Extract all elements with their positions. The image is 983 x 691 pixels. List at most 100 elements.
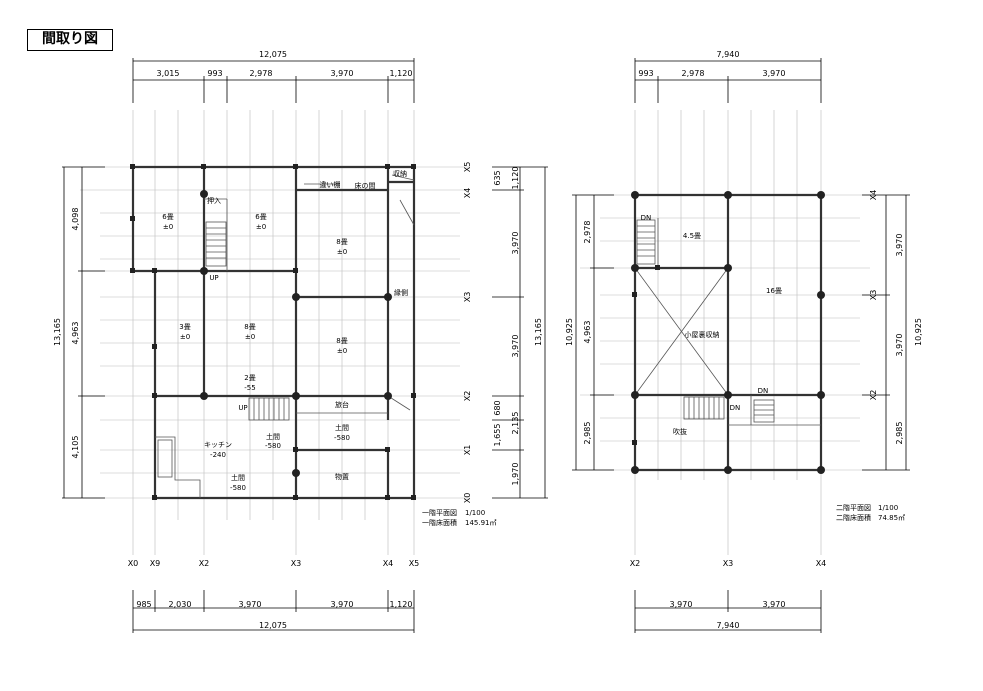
f1-area-value: 145.91㎡ — [465, 519, 497, 527]
f1-right-seg: 1,970 — [511, 463, 520, 486]
f1-y-axis: X5 — [463, 162, 472, 173]
room-label: 8畳 — [244, 323, 255, 331]
room-label: 3畳 — [179, 323, 190, 331]
room-label: 16畳 — [766, 287, 782, 295]
f2-top-seg: 2,978 — [682, 69, 705, 78]
f1-x-axis: X4 — [383, 559, 394, 568]
f2-right-seg: 2,985 — [895, 422, 904, 445]
f2-bottom-total: 7,940 — [717, 621, 740, 630]
f1-area-label: 一階床面積 — [422, 518, 457, 527]
room-label: 床の間 — [355, 181, 376, 190]
room-label: UP — [238, 404, 247, 412]
room-level: ±0 — [245, 333, 255, 341]
f1-x-axis: X5 — [409, 559, 420, 568]
f1-right-seg: 635 — [493, 170, 502, 185]
room-level: -580 — [334, 434, 350, 442]
floor2-walls — [633, 193, 823, 472]
f1-left-total: 13,165 — [53, 318, 62, 346]
f1-top-seg: 2,978 — [250, 69, 273, 78]
room-label: 8畳 — [336, 238, 347, 246]
f2-top-seg: 3,970 — [763, 69, 786, 78]
f1-y-axis: X2 — [463, 391, 472, 402]
floor2-details — [634, 218, 821, 426]
room-label: 吹抜 — [673, 427, 687, 436]
f1-top-seg: 993 — [207, 69, 222, 78]
f1-bottom-total: 12,075 — [259, 621, 287, 630]
room-level: -580 — [265, 442, 281, 450]
room-label: 6畳 — [162, 213, 173, 221]
f1-left-seg: 4,963 — [71, 322, 80, 345]
floor2-dimension-text: 7,940 993 2,978 3,970 3,970 3,970 7,940 — [638, 50, 785, 630]
f2-x-axis: X4 — [816, 559, 827, 568]
f1-x-axis: X0 — [128, 559, 139, 568]
f2-right-seg: 3,970 — [895, 334, 904, 357]
room-label: 縁側 — [394, 288, 408, 297]
floor2-dimension-lines — [572, 58, 910, 633]
floor1-dimension-text: 12,075 3,015 993 2,978 3,970 1,120 985 2… — [136, 50, 412, 630]
room-label: キッチン — [204, 441, 232, 449]
f1-x-axis: X9 — [150, 559, 161, 568]
room-label: 土間 — [266, 432, 280, 441]
room-label: 6畳 — [255, 213, 266, 221]
room-label: 土間 — [335, 423, 349, 432]
f2-x-axis: X2 — [630, 559, 641, 568]
f1-right-seg: 1,120 — [511, 167, 520, 190]
floor1-side-dimension-text: 13,165 4,098 4,963 4,105 13,165 1,120 63… — [53, 167, 543, 486]
f2-x-axis: X3 — [723, 559, 734, 568]
f1-top-seg: 1,120 — [390, 69, 413, 78]
f1-plan-label: 一階平面図 — [422, 508, 457, 517]
f2-right-seg: 3,970 — [895, 234, 904, 257]
room-label: 収納 — [393, 169, 407, 178]
room-label: 物置 — [335, 472, 349, 481]
floor2-room-labels: DN 4.5畳 16畳 小屋裏収納 DN DN 吹抜 — [641, 214, 782, 436]
f1-bottom-seg: 1,120 — [390, 600, 413, 609]
room-label: UP — [209, 274, 218, 282]
room-level: -240 — [210, 451, 226, 459]
f1-bottom-seg: 985 — [136, 600, 151, 609]
f2-left-seg: 4,963 — [583, 321, 592, 344]
room-level: ±0 — [163, 223, 173, 231]
f1-y-axis: X0 — [463, 493, 472, 504]
room-level: -55 — [244, 384, 255, 392]
room-level: ±0 — [180, 333, 190, 341]
floor1-info: 一階平面図 1/100 一階床面積 145.91㎡ — [422, 508, 497, 527]
room-label: 8畳 — [336, 337, 347, 345]
f2-top-seg: 993 — [638, 69, 653, 78]
f1-top-seg: 3,015 — [157, 69, 180, 78]
room-label: 土間 — [231, 473, 245, 482]
room-label: DN — [730, 404, 741, 412]
f2-area-value: 74.85㎡ — [878, 514, 905, 522]
room-label: DN — [758, 387, 769, 395]
f1-top-total: 12,075 — [259, 50, 287, 59]
floor2-info: 二階平面図 1/100 二階床面積 74.85㎡ — [836, 503, 905, 522]
floor2-posts — [631, 191, 825, 474]
room-label: 押入 — [207, 196, 221, 205]
room-level: -580 — [230, 484, 246, 492]
f1-y-axis: X3 — [463, 292, 472, 303]
room-level: ±0 — [256, 223, 266, 231]
f1-left-seg: 4,105 — [71, 436, 80, 459]
f2-top-total: 7,940 — [717, 50, 740, 59]
f1-x-axis: X2 — [199, 559, 210, 568]
f1-bottom-seg: 3,970 — [239, 600, 262, 609]
f2-left-seg: 2,985 — [583, 422, 592, 445]
floor2-grid-lines — [580, 110, 870, 555]
f2-y-axis: X4 — [869, 190, 878, 201]
f2-right-total: 10,925 — [914, 318, 923, 346]
room-label: 2畳 — [244, 374, 255, 382]
room-label: DN — [641, 214, 652, 222]
f2-bottom-seg: 3,970 — [670, 600, 693, 609]
f2-left-seg: 2,978 — [583, 221, 592, 244]
floor1-posts — [130, 164, 416, 500]
f1-right-seg: 2,135 — [511, 412, 520, 435]
f1-right-seg: 680 — [493, 400, 502, 415]
f1-y-axis: X1 — [463, 445, 472, 456]
f1-top-seg: 3,970 — [331, 69, 354, 78]
page-title: 間取り図 — [27, 29, 113, 51]
f1-bottom-seg: 3,970 — [331, 600, 354, 609]
room-label: 旅台 — [335, 400, 349, 409]
f1-scale: 1/100 — [465, 509, 485, 517]
f1-right-seg: 3,970 — [511, 335, 520, 358]
floor1-dimension-lines — [62, 58, 548, 633]
